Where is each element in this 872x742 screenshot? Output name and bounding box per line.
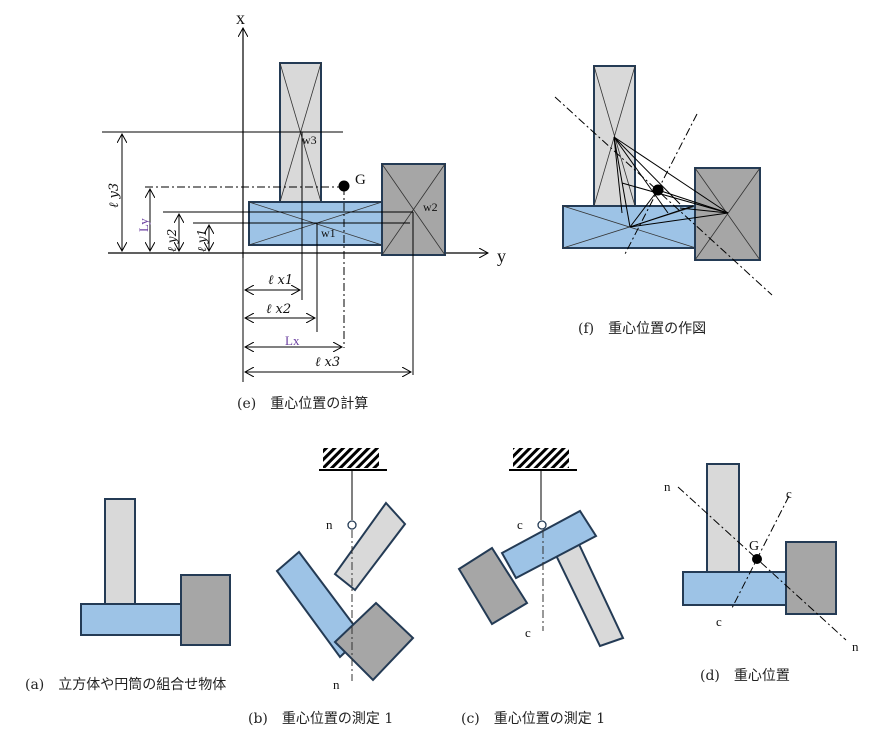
centroid-point — [752, 554, 762, 564]
block-dark — [457, 546, 529, 626]
dim-label-lx3: ℓ x3 — [315, 355, 340, 370]
line-label-n-bottom: n — [852, 639, 859, 654]
suspension-point — [347, 520, 357, 530]
dim-label-ly3: ℓ y3 — [107, 183, 122, 208]
block-light — [706, 463, 740, 573]
block-dark — [333, 601, 415, 682]
centroid-label: G — [749, 539, 759, 554]
panel-d-centroid: G n n c c (d) 重心位置 — [664, 463, 859, 684]
line-label-n-top: n — [326, 517, 333, 532]
caption-e: (e) 重心位置の計算 — [237, 396, 368, 412]
block-blue — [682, 571, 789, 606]
line-c — [730, 495, 790, 611]
dim-label-Lx: Lx — [285, 333, 300, 348]
hatched-support — [513, 448, 569, 468]
dim-label-ly2: ℓ y2 — [165, 229, 179, 252]
centroid-point — [652, 184, 664, 196]
panel-a-object: (a) 立方体や円筒の組合せ物体 — [25, 498, 231, 693]
panel-e-calculation: x y G w3 w1 w2 ℓ — [102, 8, 506, 412]
block-light — [104, 498, 136, 606]
dim-label-lx1: ℓ x1 — [268, 273, 293, 288]
caption-a: (a) 立方体や円筒の組合せ物体 — [25, 676, 226, 693]
line-n — [677, 486, 847, 641]
y-axis-label: y — [497, 246, 506, 266]
weight-label-w1: w1 — [321, 226, 336, 240]
x-axis-label: x — [236, 8, 245, 28]
centroid-point — [338, 180, 350, 192]
caption-d: (d) 重心位置 — [700, 668, 790, 684]
hatched-support — [323, 448, 379, 468]
suspension-point — [537, 520, 547, 530]
caption-c: (c) 重心位置の測定 1 — [461, 711, 605, 727]
block-dark — [180, 574, 231, 646]
weight-label-w2: w2 — [423, 200, 438, 214]
line-label-c-bottom: c — [525, 625, 531, 640]
line-label-n-bottom: n — [333, 677, 340, 692]
caption-f: (f) 重心位置の作図 — [578, 321, 706, 337]
line-label-c-bottom: c — [716, 614, 722, 629]
weight-label-w3: w3 — [302, 133, 317, 147]
block-light — [333, 501, 407, 592]
panel-c-measurement: c c (c) 重心位置の測定 1 — [457, 448, 625, 727]
block-blue — [500, 509, 598, 580]
dim-label-lx2: ℓ x2 — [266, 302, 291, 317]
line-label-c-top: c — [517, 517, 523, 532]
block-blue — [80, 603, 183, 636]
panel-b-measurement: n n (b) 重心位置の測定 1 — [248, 448, 415, 727]
block-light — [551, 538, 625, 648]
caption-b: (b) 重心位置の測定 1 — [248, 711, 393, 727]
panel-f-construction: (f) 重心位置の作図 — [554, 65, 773, 337]
line-label-n-top: n — [664, 479, 671, 494]
dim-label-Ly: Ly — [136, 218, 151, 232]
dim-label-ly1: ℓ y1 — [195, 229, 209, 252]
block-dark — [785, 541, 837, 615]
line-label-c-top: c — [786, 486, 792, 501]
centroid-label: G — [355, 172, 366, 188]
